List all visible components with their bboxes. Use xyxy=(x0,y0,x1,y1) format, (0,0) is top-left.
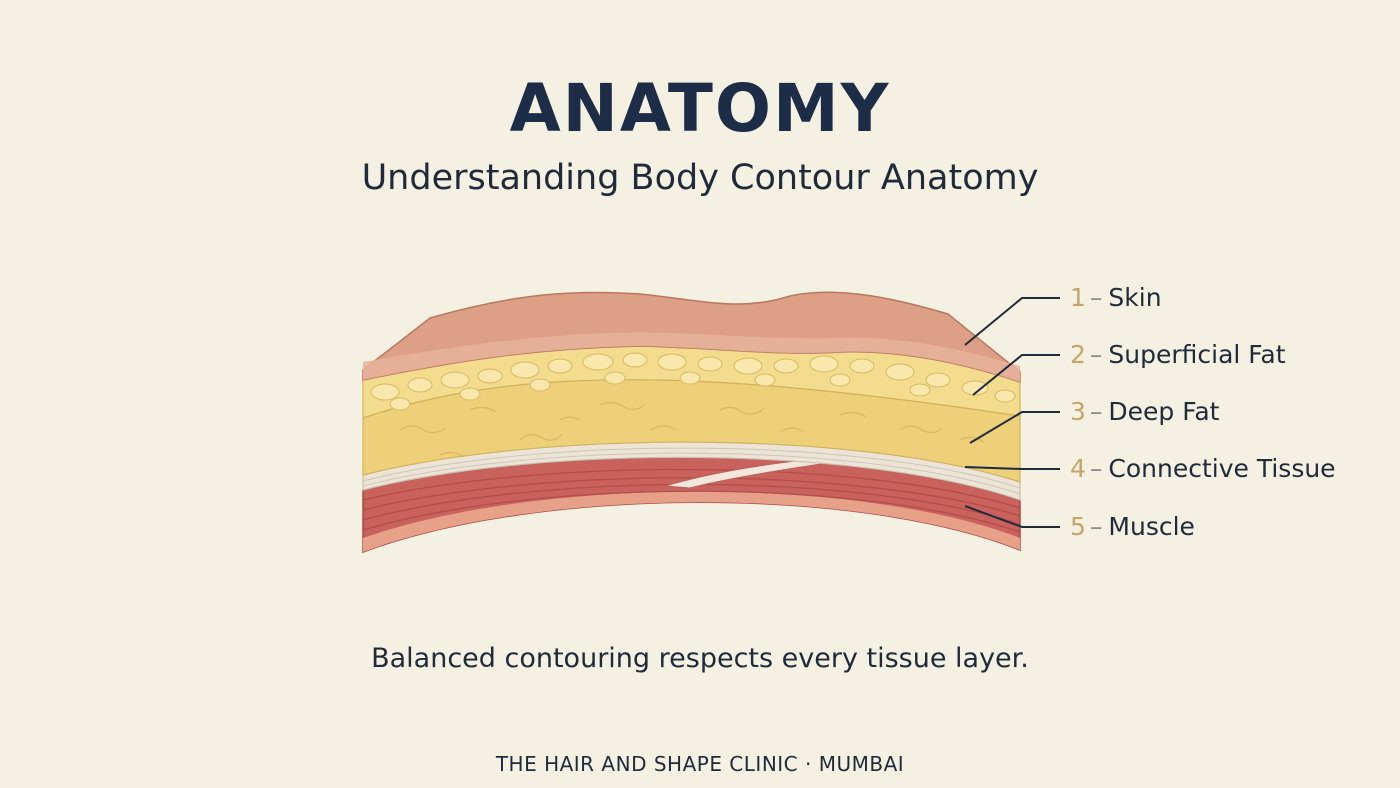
label-skin: 1–Skin xyxy=(1070,283,1162,312)
leader-line-superficial-fat xyxy=(972,354,1060,396)
leader-line-muscle xyxy=(964,505,1060,528)
leader-line-connective-tissue xyxy=(964,466,1060,470)
leader-line-deep-fat xyxy=(969,411,1060,444)
leader-line-skin xyxy=(964,297,1060,346)
muscle-fascia xyxy=(363,491,1020,552)
connective-fibers xyxy=(363,447,1020,495)
page-title: ANATOMY xyxy=(509,70,891,147)
superficial-fat-lobules xyxy=(370,352,1016,411)
leader-lines xyxy=(964,297,1060,528)
label-muscle: 5–Muscle xyxy=(1070,512,1195,541)
page-subtitle: Understanding Body Contour Anatomy xyxy=(361,158,1039,198)
label-connective-tissue: 4–Connective Tissue xyxy=(1070,454,1336,483)
label-superficial-fat: 2–Superficial Fat xyxy=(1070,340,1286,369)
caption-text: Balanced contouring respects every tissu… xyxy=(371,643,1029,674)
footer-clinic-name: THE HAIR AND SHAPE CLINIC · MUMBAI xyxy=(495,752,905,776)
label-deep-fat: 3–Deep Fat xyxy=(1070,397,1220,426)
dermis-band xyxy=(363,332,1020,382)
deep-fat-texture xyxy=(399,401,985,458)
